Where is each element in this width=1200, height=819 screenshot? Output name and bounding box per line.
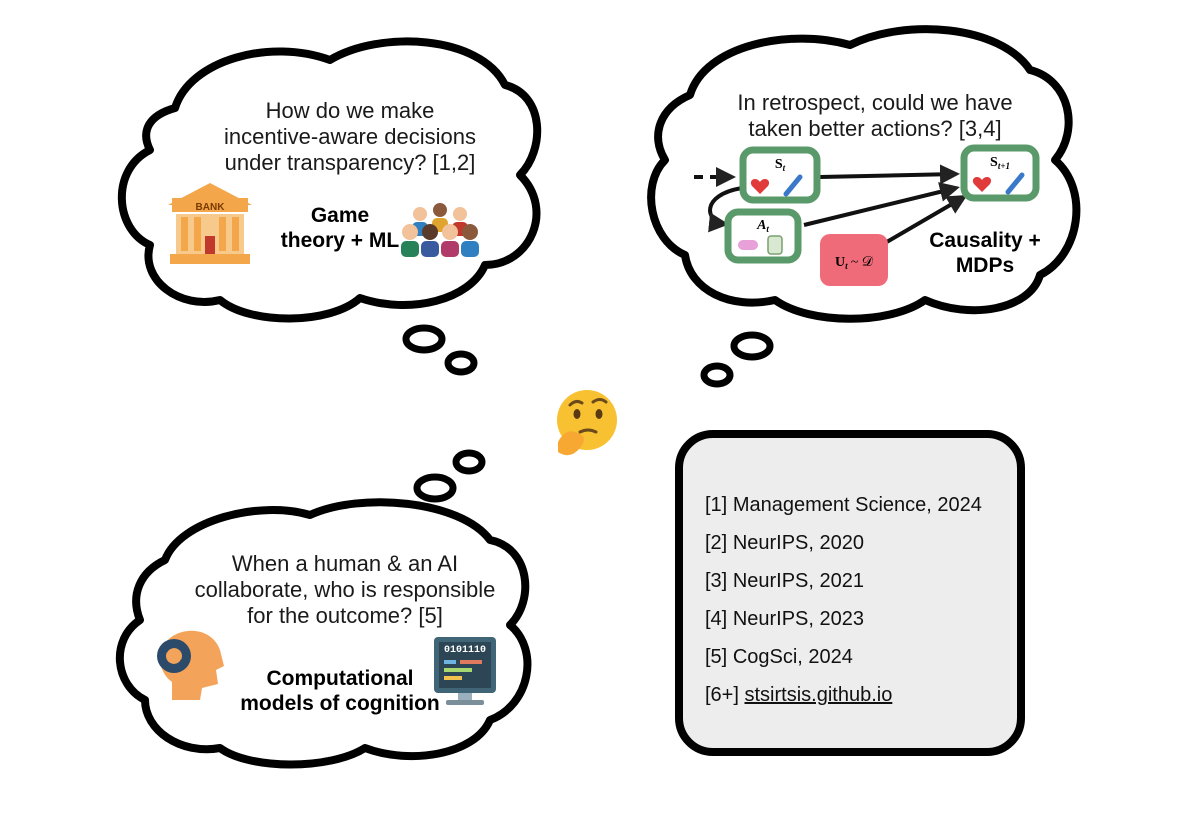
action-node: At (724, 208, 802, 264)
computer-monitor-icon: 0101110 (434, 637, 496, 705)
heart-icon (972, 177, 992, 192)
svg-text:0101110: 0101110 (444, 645, 486, 656)
pill-icon (738, 240, 758, 250)
topic-line: Computational (266, 667, 414, 690)
thought-dot (730, 331, 774, 361)
noise-node: Ut~ 𝒟 (820, 234, 888, 286)
thought-cloud-game-theory (117, 37, 542, 323)
crowd-icon (401, 203, 479, 257)
question-line: In retrospect, could we have (737, 90, 1013, 115)
thinking-face-icon (557, 390, 617, 456)
topic-line: models of cognition (240, 692, 440, 716)
topic-line: Causality + (929, 229, 1041, 252)
reference-item: [2] NeurIPS, 2020 (705, 532, 865, 554)
question-line: How do we make (265, 98, 435, 123)
question-line: collaborate, who is responsible (194, 576, 496, 602)
causal-edges (694, 164, 968, 245)
thought-cloud-cognition (115, 498, 532, 769)
svg-text:At: At (756, 218, 769, 234)
topic-game-theory: Game theory + ML (280, 203, 400, 253)
website-link[interactable]: stsirtsis.github.io (744, 684, 893, 706)
pen-icon (1005, 172, 1025, 195)
medicine-bottle-icon (767, 235, 783, 255)
question-causality: In retrospect, could we have taken bette… (715, 90, 1035, 142)
question-line: taken better actions? [3,4] (748, 115, 1002, 141)
state-node-t: St (739, 146, 821, 204)
question-cognition: When a human & an AI collaborate, who is… (190, 551, 500, 629)
reference-item: [3] NeurIPS, 2021 (705, 570, 865, 592)
state-node-t-plus-1: St+1 (960, 144, 1040, 202)
thought-dot (700, 362, 734, 388)
topic-line: MDPs (955, 254, 1015, 278)
thought-dot (452, 449, 486, 475)
thought-dot (413, 473, 457, 503)
topic-cognition: Computational models of cognition (225, 666, 455, 716)
question-line: incentive-aware decisions (224, 123, 476, 149)
references-panel: [1] Management Science, 2024 [2] NeurIPS… (675, 430, 1025, 756)
question-line: for the outcome? [5] (247, 602, 443, 628)
svg-text:BANK: BANK (196, 202, 226, 213)
question-line: When a human & an AI (231, 551, 459, 576)
reference-item: [6+] stsirtsis.github.io (705, 684, 893, 706)
reference-item: [5] CogSci, 2024 (705, 646, 853, 668)
thought-dot (402, 324, 446, 354)
thought-dot (444, 350, 478, 376)
reference-list: [1] Management Science, 2024 [2] NeurIPS… (705, 486, 982, 714)
svg-text:St+1: St+1 (990, 155, 1010, 171)
svg-text:St: St (775, 157, 786, 173)
bank-icon: BANK (168, 183, 252, 264)
question-game-theory: How do we make incentive-aware decisions… (205, 98, 495, 176)
topic-line: Game (310, 204, 370, 227)
head-gear-icon (157, 630, 224, 700)
svg-text:Ut~ 𝒟: Ut~ 𝒟 (835, 255, 874, 271)
topic-causality: Causality + MDPs (920, 228, 1050, 278)
heart-icon (750, 179, 770, 194)
pen-icon (783, 174, 803, 197)
question-line: under transparency? [1,2] (224, 149, 476, 175)
reference-item: [4] NeurIPS, 2023 (705, 608, 865, 630)
topic-line: theory + ML (280, 229, 400, 253)
reference-item: [1] Management Science, 2024 (705, 494, 982, 516)
